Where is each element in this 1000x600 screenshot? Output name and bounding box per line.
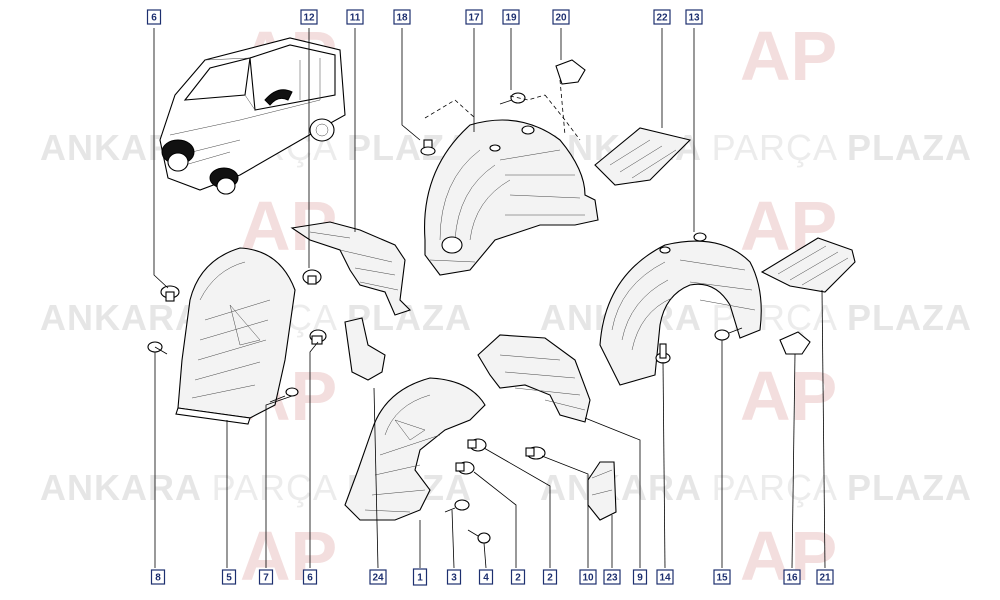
- label-number: 23: [606, 573, 618, 584]
- part-label-23: 23: [603, 569, 621, 585]
- part-label-2: 2: [542, 569, 558, 585]
- label-box: [603, 569, 621, 585]
- part-17-rear-liner: [423, 119, 599, 276]
- watermark-logo: AP: [240, 517, 337, 595]
- part-label-9: 9: [632, 569, 648, 585]
- watermark-text: ANKARA PARÇA PLAZA: [40, 467, 472, 508]
- part-label-1: 1: [412, 568, 428, 586]
- label-box: [510, 569, 526, 585]
- label-number: 19: [505, 13, 517, 24]
- part-label-10: 10: [579, 569, 597, 585]
- label-number: 15: [716, 573, 728, 584]
- part-1-front-liner: [344, 377, 486, 521]
- part-label-2: 2: [510, 569, 526, 585]
- part-5-front-liner: [175, 247, 296, 425]
- label-box: [146, 9, 162, 25]
- label-box: [816, 569, 834, 585]
- part-11-bracket: [290, 221, 412, 316]
- label-number: 17: [468, 13, 480, 24]
- label-box: [465, 9, 483, 25]
- label-box: [258, 569, 274, 585]
- label-number: 13: [688, 13, 700, 24]
- label-box: [632, 569, 648, 585]
- label-box: [502, 9, 520, 25]
- label-box: [150, 569, 166, 585]
- part-label-7: 7: [258, 569, 274, 585]
- label-box: [412, 568, 428, 586]
- label-number: 11: [350, 13, 361, 24]
- part-label-19: 19: [502, 9, 520, 25]
- label-box: [300, 9, 318, 25]
- part-label-8: 8: [150, 569, 166, 585]
- label-box: [346, 9, 364, 25]
- label-number: 5: [226, 573, 232, 584]
- part-label-21: 21: [816, 569, 834, 585]
- label-number: 22: [656, 13, 668, 24]
- label-box: [579, 569, 597, 585]
- part-label-14: 14: [656, 569, 674, 585]
- label-box: [653, 9, 671, 25]
- label-number: 16: [786, 573, 798, 584]
- label-number: 1: [417, 573, 423, 584]
- label-box: [446, 569, 462, 585]
- label-number: 20: [555, 13, 567, 24]
- label-box: [393, 9, 411, 25]
- label-number: 7: [263, 573, 269, 584]
- watermark-logo: AP: [740, 17, 837, 95]
- label-number: 24: [372, 573, 384, 584]
- part-label-12: 12: [300, 9, 318, 25]
- part-label-16: 16: [783, 569, 801, 585]
- label-box: [478, 569, 494, 585]
- part-label-13: 13: [685, 9, 703, 25]
- label-number: 12: [303, 13, 315, 24]
- fasteners: [147, 59, 811, 544]
- label-box: [221, 569, 237, 585]
- label-box: [783, 569, 801, 585]
- watermark-text: ANKARA PARÇA PLAZA: [540, 467, 972, 508]
- part-label-6: 6: [302, 569, 318, 585]
- label-number: 9: [637, 573, 643, 584]
- label-number: 2: [515, 573, 521, 584]
- label-number: 6: [151, 13, 157, 24]
- label-box: [542, 569, 558, 585]
- label-box: [369, 569, 387, 585]
- label-box: [656, 569, 674, 585]
- part-9-liner: [477, 334, 591, 423]
- label-number: 21: [819, 573, 831, 584]
- part-label-24: 24: [369, 569, 387, 585]
- part-label-11: 11: [346, 9, 364, 25]
- part-21-shield: [760, 237, 856, 293]
- part-label-20: 20: [552, 9, 570, 25]
- part-label-6: 6: [146, 9, 162, 25]
- label-number: 6: [307, 573, 313, 584]
- label-number: 14: [659, 573, 671, 584]
- leader-lines: [153, 28, 826, 569]
- part-22-shield: [594, 127, 692, 186]
- van-illustration: [159, 37, 346, 195]
- part-13-rear-right-liner: [599, 232, 762, 386]
- label-number: 10: [582, 573, 594, 584]
- watermark-logo: AP: [740, 357, 837, 435]
- label-box: [552, 9, 570, 25]
- part-label-17: 17: [465, 9, 483, 25]
- part-label-4: 4: [478, 569, 494, 585]
- part-label-3: 3: [446, 569, 462, 585]
- label-box: [713, 569, 731, 585]
- part-label-5: 5: [221, 569, 237, 585]
- part-label-18: 18: [393, 9, 411, 25]
- label-number: 8: [155, 573, 161, 584]
- label-number: 2: [547, 573, 553, 584]
- rear-left-arch-highlight: [264, 89, 293, 106]
- label-number: 3: [451, 573, 457, 584]
- part-label-22: 22: [653, 9, 671, 25]
- label-number: 18: [396, 13, 408, 24]
- label-box: [302, 569, 318, 585]
- label-number: 4: [483, 573, 489, 584]
- part-label-15: 15: [713, 569, 731, 585]
- label-box: [685, 9, 703, 25]
- part-24-flap: [344, 317, 386, 381]
